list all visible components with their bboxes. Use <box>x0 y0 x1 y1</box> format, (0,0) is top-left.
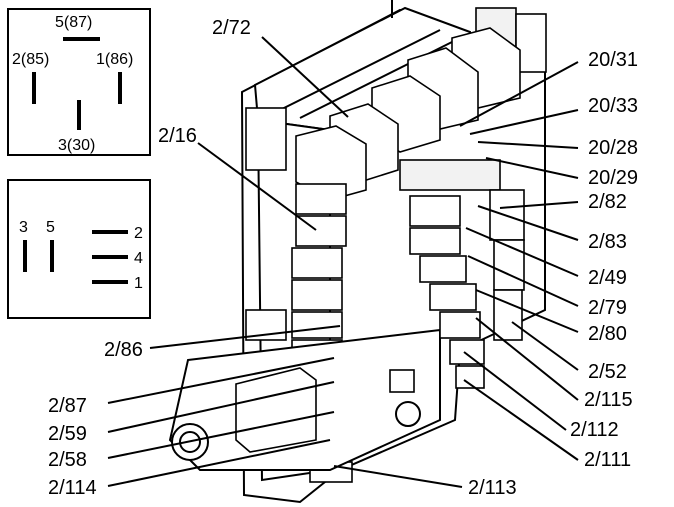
leader-2-113 <box>333 465 463 488</box>
leader-2-80 <box>475 289 579 333</box>
callout-2-111: 2/111 <box>584 449 631 471</box>
bracket-tab <box>389 369 415 393</box>
leader-lines <box>107 36 579 488</box>
right-plate <box>399 159 501 191</box>
bracket-connector <box>235 367 317 453</box>
leader-20-33 <box>469 109 579 135</box>
pin-top-label: 5(87) <box>55 14 92 31</box>
leader-2-86 <box>149 325 341 349</box>
leader-2-82 <box>499 201 579 209</box>
pin-1-label: 1 <box>134 275 143 292</box>
leader-2-59 <box>107 381 335 433</box>
leader-20-31 <box>459 61 579 127</box>
stack-fuse-3 <box>291 247 343 279</box>
pinout-box-2-frame <box>7 179 151 319</box>
pin-right-label: 1(86) <box>96 51 133 68</box>
callout-20-29: 20/29 <box>588 167 638 189</box>
callout-2-49: 2/49 <box>588 267 627 289</box>
leader-2-49 <box>465 227 579 277</box>
callout-2-72: 2/72 <box>212 17 251 39</box>
right-relay-c <box>493 289 523 341</box>
pin-left-label: 2(85) <box>12 51 49 68</box>
callout-20-28: 20/28 <box>588 137 638 159</box>
pin-5-label: 5 <box>46 219 55 236</box>
callout-20-33: 20/33 <box>588 95 638 117</box>
leader-20-28 <box>477 141 579 149</box>
stack-fuse-4 <box>291 279 343 311</box>
right-fuse-4 <box>429 283 477 311</box>
callout-2-113: 2/113 <box>468 477 517 499</box>
right-fuse-6 <box>449 339 485 365</box>
stack-relay-1 <box>295 125 367 201</box>
leader-2-16 <box>197 142 317 231</box>
pin-bottom-label: 3(30) <box>58 137 95 154</box>
leader-2-58 <box>107 411 335 459</box>
callout-2-86: 2/86 <box>104 339 143 361</box>
pin-4-label: 4 <box>134 250 143 267</box>
pinout-box-1-frame <box>7 8 151 156</box>
leader-2-83 <box>477 205 579 241</box>
bracket-nut <box>395 401 421 427</box>
callout-2-112: 2/112 <box>570 419 619 441</box>
right-fuse-2 <box>409 227 461 255</box>
callout-2-83: 2/83 <box>588 231 627 253</box>
callout-labels: 2/72 20/31 20/33 2/16 20/28 20/29 2/82 2… <box>48 17 638 499</box>
callout-2-115: 2/115 <box>584 389 633 411</box>
left-block-a <box>245 107 287 171</box>
leader-2-87 <box>107 357 335 404</box>
top-relay-2 <box>515 13 547 73</box>
callout-20-31: 20/31 <box>588 49 638 71</box>
relay-pinout-box-1: 5(87) 2(85) 1(86) 3(30) <box>7 8 151 156</box>
right-fuse-7 <box>455 365 485 389</box>
right-fuse-3 <box>419 255 467 283</box>
leader-2-79 <box>467 255 579 307</box>
leader-2-114 <box>107 439 331 487</box>
leader-2-112 <box>463 351 567 431</box>
stack-fuse-5 <box>291 311 343 339</box>
cover-edge-line <box>279 29 441 111</box>
leader-2-52 <box>511 321 579 371</box>
callout-2-79: 2/79 <box>588 297 627 319</box>
leader-2-72 <box>261 36 349 118</box>
pin-2-label: 2 <box>134 225 143 242</box>
central-electrical-unit-drawing <box>168 0 547 504</box>
leader-2-115 <box>475 317 579 401</box>
relay-pinout-box-2: 3 5 2 4 1 <box>7 179 151 319</box>
callout-2-16: 2/16 <box>158 125 197 147</box>
stack-fuse-2 <box>295 215 347 247</box>
callout-2-59: 2/59 <box>48 423 87 445</box>
callout-2-52: 2/52 <box>588 361 627 383</box>
callout-2-82: 2/82 <box>588 191 627 213</box>
stack-fuse-1 <box>295 183 347 215</box>
pin-3-label: 3 <box>19 219 28 236</box>
callout-2-58: 2/58 <box>48 449 87 471</box>
leader-20-29 <box>485 157 579 179</box>
callout-2-114: 2/114 <box>48 477 97 499</box>
right-fuse-1 <box>409 195 461 227</box>
right-fuse-5 <box>439 311 481 339</box>
callout-2-87: 2/87 <box>48 395 87 417</box>
callout-2-80: 2/80 <box>588 323 627 345</box>
leader-2-111 <box>463 379 579 461</box>
